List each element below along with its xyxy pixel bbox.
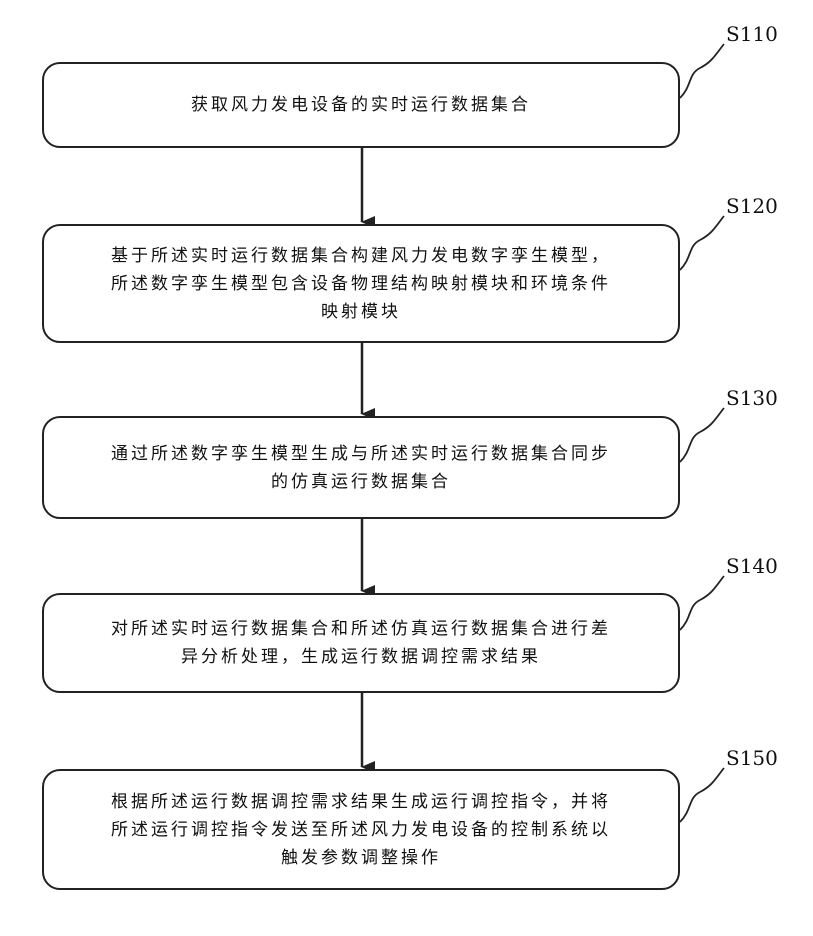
step-label-s110: S110 xyxy=(726,22,778,46)
leader-line-s130 xyxy=(680,408,724,462)
step-text-s140: 对所述实时运行数据集合和所述仿真运行数据集合进行差 异分析处理，生成运行数据调控… xyxy=(111,615,611,671)
leader-line-s120 xyxy=(680,216,724,270)
step-label-s120: S120 xyxy=(726,194,778,218)
step-label-s140: S140 xyxy=(726,554,778,578)
step-box-s120: 基于所述实时运行数据集合构建风力发电数字孪生模型， 所述数字孪生模型包含设备物理… xyxy=(42,224,680,343)
step-box-s140: 对所述实时运行数据集合和所述仿真运行数据集合进行差 异分析处理，生成运行数据调控… xyxy=(42,593,680,693)
step-label-s130: S130 xyxy=(726,386,778,410)
step-text-s110: 获取风力发电设备的实时运行数据集合 xyxy=(191,91,531,119)
step-text-s120: 基于所述实时运行数据集合构建风力发电数字孪生模型， 所述数字孪生模型包含设备物理… xyxy=(111,242,611,326)
step-text-s150: 根据所述运行数据调控需求结果生成运行调控指令，并将 所述运行调控指令发送至所述风… xyxy=(111,788,611,872)
step-label-s150: S150 xyxy=(726,746,778,770)
step-box-s130: 通过所述数字孪生模型生成与所述实时运行数据集合同步 的仿真运行数据集合 xyxy=(42,416,680,519)
step-box-s110: 获取风力发电设备的实时运行数据集合 xyxy=(42,62,680,148)
step-box-s150: 根据所述运行数据调控需求结果生成运行调控指令，并将 所述运行调控指令发送至所述风… xyxy=(42,769,680,890)
leader-line-s110 xyxy=(680,44,724,98)
step-text-s130: 通过所述数字孪生模型生成与所述实时运行数据集合同步 的仿真运行数据集合 xyxy=(111,440,611,496)
leader-line-s150 xyxy=(680,768,724,822)
leader-line-s140 xyxy=(680,576,724,630)
